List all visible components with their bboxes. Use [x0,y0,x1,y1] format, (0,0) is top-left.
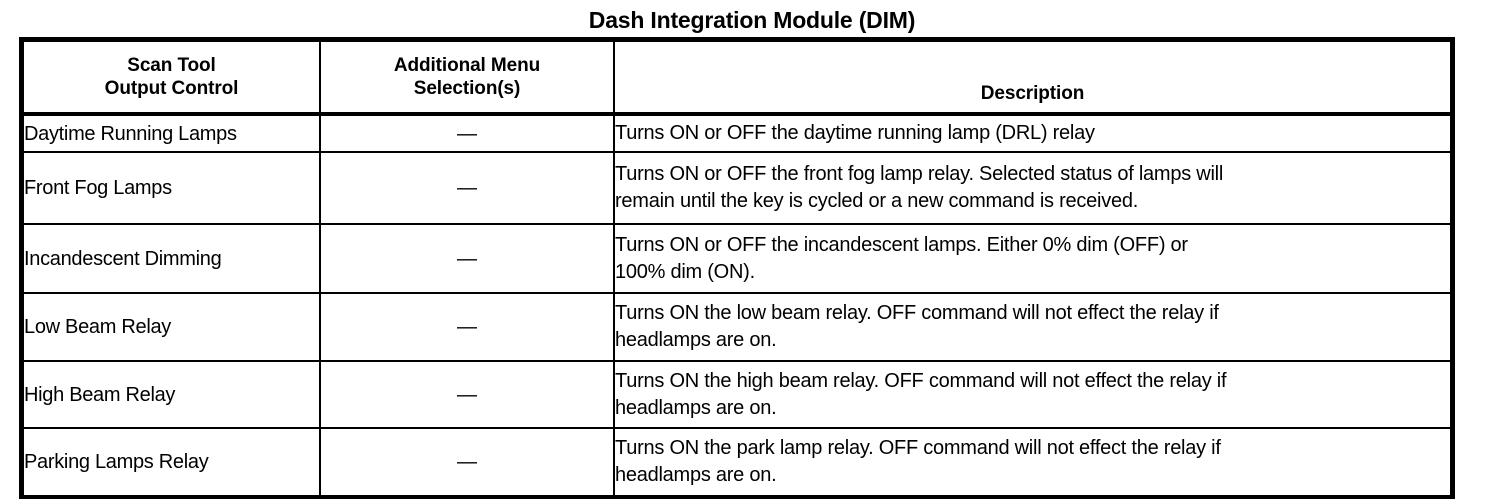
cell-additional-menu-selection: — [319,292,615,362]
table-body: Daytime Running Lamps — Turns ON or OFF … [20,113,1454,499]
cell-additional-menu-selection: — [319,151,615,225]
table-header-row: Scan Tool Output Control Additional Menu… [20,38,1454,116]
description-line: remain until the key is cycled or a new … [615,190,1139,212]
description-line: Turns ON the low beam relay. OFF command… [615,302,1219,324]
cell-scan-tool-output-control: Parking Lamps Relay [20,427,321,499]
column-header-line-1: Scan Tool [127,55,216,76]
table-row: Incandescent Dimming — Turns ON or OFF t… [20,223,1454,294]
document-page: Dash Integration Module (DIM) Scan Tool … [19,7,1455,499]
cell-description: Turns ON or OFF the incandescent lamps. … [613,223,1454,294]
column-header-line-2: Output Control [104,78,239,99]
cell-scan-tool-output-control: Incandescent Dimming [20,223,321,294]
table-row: Low Beam Relay — Turns ON the low beam r… [20,292,1454,362]
table-row: High Beam Relay — Turns ON the high beam… [20,360,1454,429]
cell-scan-tool-output-control: Daytime Running Lamps [20,113,321,153]
cell-description: Turns ON or OFF the daytime running lamp… [613,113,1454,153]
cell-description: Turns ON or OFF the front fog lamp relay… [613,151,1454,225]
table-row: Parking Lamps Relay — Turns ON the park … [20,427,1454,499]
table-row: Front Fog Lamps — Turns ON or OFF the fr… [20,151,1454,225]
table-row: Daytime Running Lamps — Turns ON or OFF … [20,113,1454,153]
description-line: Turns ON or OFF the daytime running lamp… [615,122,1095,144]
em-dash-placeholder: — [457,177,477,199]
column-header-line-2: Selection(s) [413,78,521,99]
cell-additional-menu-selection: — [319,113,615,153]
cell-additional-menu-selection: — [319,360,615,429]
description-line: headlamps are on. [615,329,777,351]
em-dash-placeholder: — [457,383,477,406]
description-line: headlamps are on. [615,396,777,419]
column-header-description: Description [613,38,1454,116]
page-title: Dash Integration Module (DIM) [588,7,916,33]
cell-scan-tool-output-control: Front Fog Lamps [20,151,321,225]
scan-tool-output-control-table: Scan Tool Output Control Additional Menu… [19,37,1455,499]
em-dash-placeholder: — [457,316,477,338]
column-header-line-1: Additional Menu [393,55,541,76]
cell-description: Turns ON the high beam relay. OFF comman… [613,360,1454,429]
description-line: Turns ON or OFF the incandescent lamps. … [615,233,1188,256]
description-line: Turns ON or OFF the front fog lamp relay… [615,163,1224,185]
cell-scan-tool-output-control: High Beam Relay [20,360,321,429]
em-dash-placeholder: — [457,122,477,145]
cell-scan-tool-output-control: Low Beam Relay [20,292,321,362]
description-line: headlamps are on. [615,464,777,486]
description-line: Turns ON the park lamp relay. OFF comman… [615,437,1221,459]
em-dash-placeholder: — [457,247,477,270]
cell-additional-menu-selection: — [319,427,615,499]
column-header-scan-tool-output-control: Scan Tool Output Control [20,38,321,116]
cell-additional-menu-selection: — [319,223,615,294]
em-dash-placeholder: — [457,451,477,473]
cell-description: Turns ON the low beam relay. OFF command… [613,292,1454,362]
description-line: 100% dim (ON). [615,260,755,283]
cell-description: Turns ON the park lamp relay. OFF comman… [613,427,1454,499]
column-header-additional-menu-selections: Additional Menu Selection(s) [319,38,615,116]
description-line: Turns ON the high beam relay. OFF comman… [615,369,1227,392]
